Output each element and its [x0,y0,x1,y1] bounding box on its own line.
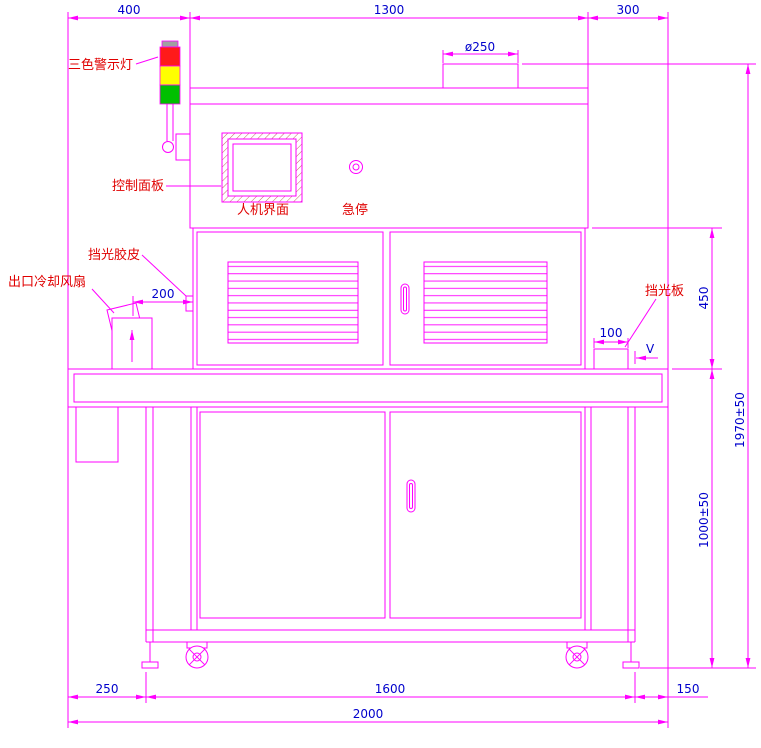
middle-door-handle [400,283,410,315]
tower-light-label: 三色警示灯 [68,57,133,73]
middle-right-door [389,231,582,366]
dim-top-left: 400 [118,3,141,17]
control-panel-label-group: 控制面板 [112,179,221,194]
hmi-screen [232,143,292,192]
left-louver-vent [227,261,359,344]
dim-duct-diameter: ø250 [465,40,495,54]
estop-label: 急停 [342,202,368,218]
lower-cabinet [145,407,636,643]
tower-light-cap [161,40,179,48]
top-dimension-chain: 400 1300 300 [67,3,669,369]
under-table-box [75,406,119,463]
dim-top-middle: 1300 [374,3,405,17]
left-foot-pad [141,661,159,669]
dim-bottom-middle: 1600 [375,682,406,696]
dim-bottom-left: 250 [96,682,119,696]
middle-cabinet [192,227,586,370]
tower-light-yellow-segment [159,65,181,86]
dim-fan-offset: 200 [152,287,175,301]
bottom-dimension-chain: 250 1600 150 2000 [67,407,708,728]
right-dimension-chain: 450 1000±50 1970±50 [522,63,756,669]
lower-right-door [389,411,582,619]
tower-light-bracket [175,133,191,161]
casters [185,641,589,669]
tower-light-label-group: 三色警示灯 [68,56,159,73]
dim-bottom-right: 150 [677,682,700,696]
middle-left-door [196,231,384,366]
tower-light-green-segment [159,84,181,105]
flow-direction-mark: V [634,342,658,364]
lower-left-door [199,411,386,619]
dim-top-right: 300 [617,3,640,17]
estop-button [349,160,363,174]
tower-light [159,40,191,161]
dim-total-width: 2000 [353,707,384,721]
tower-light-mount [162,141,174,153]
light-plate-label: 挡光板 [645,284,684,299]
dim-total-height: 1970±50 [733,392,747,448]
dim-plate-width: 100 [600,326,623,340]
dim-table-height: 1000±50 [697,492,711,548]
worktable [67,368,669,408]
leveling-feet [141,642,640,669]
right-foot-pad [622,661,640,669]
dim-mid-height: 450 [697,287,711,310]
right-louver-vent [423,261,548,344]
light-blocking-plate: 100 挡光板 [593,284,684,370]
tower-light-red-segment [159,46,181,67]
light-blocking-rubber: 200 挡光胶皮 [88,247,194,316]
outlet-cooling-fan: 出口冷却风扇 [8,274,153,370]
hmi-label: 人机界面 [237,203,289,218]
light-rubber-label: 挡光胶皮 [88,247,140,263]
outlet-fan-label: 出口冷却风扇 [8,274,86,290]
lower-door-handle [406,479,416,513]
exhaust-duct: ø250 [442,40,519,89]
control-panel [221,132,303,203]
control-panel-label: 控制面板 [112,179,164,194]
flow-mark-v: V [646,342,655,356]
